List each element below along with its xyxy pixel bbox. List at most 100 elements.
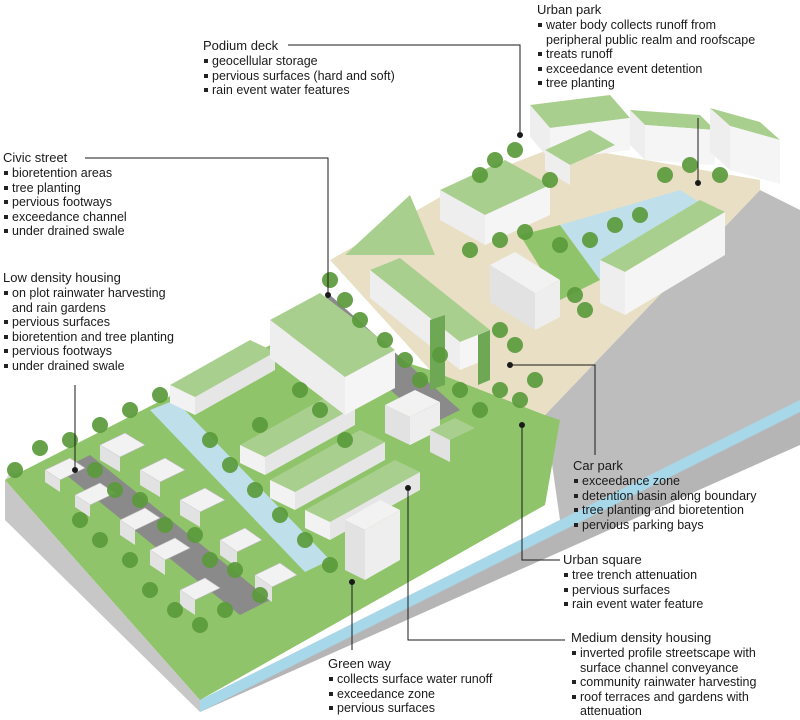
label-item: collects surface water runoff bbox=[328, 672, 492, 687]
tree bbox=[507, 142, 523, 158]
tree bbox=[142, 582, 158, 598]
tree bbox=[192, 617, 208, 633]
label-low-density-housing: Low density housing on plot rainwater ha… bbox=[3, 270, 174, 374]
tree bbox=[657, 167, 673, 183]
label-item: under drained swale bbox=[3, 224, 127, 239]
tree bbox=[87, 462, 103, 478]
tree bbox=[247, 482, 263, 498]
label-item: on plot rainwater harvesting bbox=[3, 286, 174, 301]
tree bbox=[132, 492, 148, 508]
tree bbox=[487, 152, 503, 168]
label-title: Low density housing bbox=[3, 270, 174, 285]
tree bbox=[577, 302, 593, 318]
tree bbox=[412, 372, 428, 388]
tree bbox=[312, 402, 328, 418]
label-item: tree trench attenuation bbox=[563, 568, 703, 583]
tree bbox=[152, 387, 168, 403]
tree bbox=[492, 382, 508, 398]
label-item: under drained swale bbox=[3, 359, 174, 374]
label-car-park: Car park exceedance zone detention basin… bbox=[573, 458, 756, 532]
tree bbox=[222, 457, 238, 473]
label-item: bioretention and tree planting bbox=[3, 330, 174, 345]
leader-dot bbox=[350, 580, 355, 585]
tree bbox=[252, 417, 268, 433]
label-item: tree planting and bioretention bbox=[573, 503, 756, 518]
tree bbox=[92, 417, 108, 433]
tree bbox=[552, 237, 568, 253]
label-item: geocellular storage bbox=[203, 54, 395, 69]
tree bbox=[322, 557, 338, 573]
tree bbox=[582, 232, 598, 248]
label-item: surface channel conveyance bbox=[571, 661, 756, 676]
label-item-list: tree trench attenuation pervious surface… bbox=[563, 568, 703, 612]
tree bbox=[122, 552, 138, 568]
tree bbox=[337, 292, 353, 308]
tree bbox=[322, 272, 338, 288]
label-item: tree planting bbox=[537, 76, 755, 91]
deck-roof-garden bbox=[345, 195, 435, 255]
label-green-way: Green way collects surface water runoff … bbox=[328, 656, 492, 716]
label-podium-deck: Podium deck geocellular storage pervious… bbox=[203, 38, 395, 98]
tree bbox=[227, 562, 243, 578]
label-item-list: collects surface water runoff exceedance… bbox=[328, 672, 492, 716]
label-item: pervious footways bbox=[3, 195, 127, 210]
tree bbox=[712, 167, 728, 183]
label-item: exceedance event detention bbox=[537, 62, 755, 77]
tree bbox=[202, 432, 218, 448]
tree bbox=[452, 382, 468, 398]
tree bbox=[472, 167, 488, 183]
label-item-list: water body collects runoff from peripher… bbox=[537, 18, 755, 91]
label-civic-street: Civic street bioretention areas tree pla… bbox=[3, 150, 127, 239]
tree bbox=[377, 332, 393, 348]
label-item: bioretention areas bbox=[3, 166, 127, 181]
label-title: Civic street bbox=[3, 150, 127, 165]
tree bbox=[517, 224, 533, 240]
tree bbox=[607, 217, 623, 233]
label-item: exceedance zone bbox=[328, 687, 492, 702]
tree bbox=[352, 312, 368, 328]
label-urban-square: Urban square tree trench attenuation per… bbox=[563, 552, 703, 612]
label-item: detention basin along boundary bbox=[573, 489, 756, 504]
tree bbox=[202, 552, 218, 568]
tree bbox=[167, 602, 183, 618]
tree bbox=[462, 242, 478, 258]
green-wall bbox=[478, 330, 490, 385]
tree bbox=[297, 532, 313, 548]
label-item: and rain gardens bbox=[3, 301, 174, 316]
tree bbox=[492, 232, 508, 248]
label-urban-park: Urban park water body collects runoff fr… bbox=[537, 2, 755, 91]
label-item: tree planting bbox=[3, 181, 127, 196]
leader-dot bbox=[520, 423, 525, 428]
tree bbox=[492, 322, 508, 338]
tree bbox=[217, 602, 233, 618]
label-item: pervious surfaces (hard and soft) bbox=[203, 69, 395, 84]
label-medium-density-housing: Medium density housing inverted profile … bbox=[571, 630, 756, 719]
label-title: Urban square bbox=[563, 552, 703, 567]
leader-dot bbox=[518, 133, 523, 138]
label-item: rain event water features bbox=[203, 83, 395, 98]
tree bbox=[32, 440, 48, 456]
tree bbox=[337, 432, 353, 448]
label-item: rain event water feature bbox=[563, 597, 703, 612]
tree bbox=[527, 372, 543, 388]
label-item-list: exceedance zone detention basin along bo… bbox=[573, 474, 756, 532]
label-item-list: bioretention areas tree planting perviou… bbox=[3, 166, 127, 239]
label-title: Medium density housing bbox=[571, 630, 756, 645]
label-title: Podium deck bbox=[203, 38, 395, 53]
label-title: Urban park bbox=[537, 2, 755, 17]
label-item: pervious footways bbox=[3, 344, 174, 359]
tree bbox=[632, 207, 648, 223]
tree bbox=[542, 172, 558, 188]
label-item: exceedance channel bbox=[3, 210, 127, 225]
tree bbox=[397, 352, 413, 368]
label-item: attenuation bbox=[571, 704, 756, 719]
label-item: pervious surfaces bbox=[328, 701, 492, 716]
label-item: pervious surfaces bbox=[3, 315, 174, 330]
label-item: treats runoff bbox=[537, 47, 755, 62]
label-item: exceedance zone bbox=[573, 474, 756, 489]
tree bbox=[187, 527, 203, 543]
tree bbox=[72, 512, 88, 528]
leader-dot bbox=[326, 293, 331, 298]
tree bbox=[472, 402, 488, 418]
tree bbox=[272, 507, 288, 523]
